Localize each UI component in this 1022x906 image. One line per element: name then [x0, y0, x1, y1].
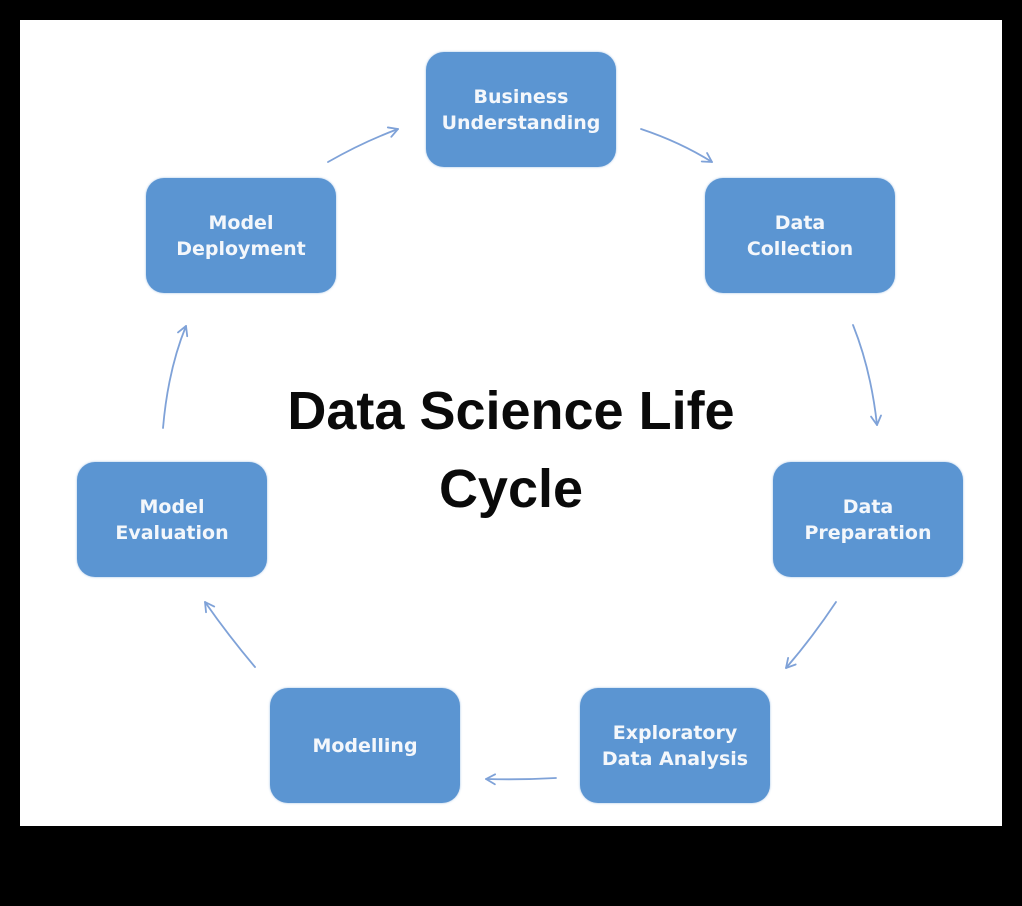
- title-line-2: Cycle: [438, 459, 584, 519]
- stage-label: Exploratory Data Analysis: [601, 721, 749, 770]
- diagram-canvas: Business Understanding Data Collection D…: [20, 20, 1002, 826]
- stage-data-collection: Data Collection: [705, 178, 895, 293]
- diagram-title: Data Science Life Cycle: [20, 372, 1002, 528]
- stage-model-evaluation: Model Evaluation: [77, 462, 267, 577]
- stage-label: Model Evaluation: [115, 495, 229, 544]
- stage-label: Data Preparation: [804, 495, 932, 544]
- stage-modelling: Modelling: [270, 688, 460, 803]
- stage-label: Model Deployment: [176, 211, 306, 260]
- stage-label: Business Understanding: [441, 85, 601, 134]
- arrow-preparation-to-eda: [785, 601, 837, 669]
- arrow-modelling-to-evaluation: [204, 601, 256, 668]
- arrow-business-to-collection: [640, 128, 713, 163]
- stage-label: Modelling: [312, 734, 418, 757]
- title-line-1: Data Science Life: [287, 381, 735, 441]
- arrow-eda-to-modelling: [485, 773, 557, 786]
- stage-label: Data Collection: [746, 211, 854, 260]
- stage-business-understanding: Business Understanding: [426, 52, 616, 167]
- arrow-deployment-to-business: [327, 126, 399, 163]
- stage-exploratory-data-analysis: Exploratory Data Analysis: [580, 688, 770, 803]
- stage-data-preparation: Data Preparation: [773, 462, 963, 577]
- stage-model-deployment: Model Deployment: [146, 178, 336, 293]
